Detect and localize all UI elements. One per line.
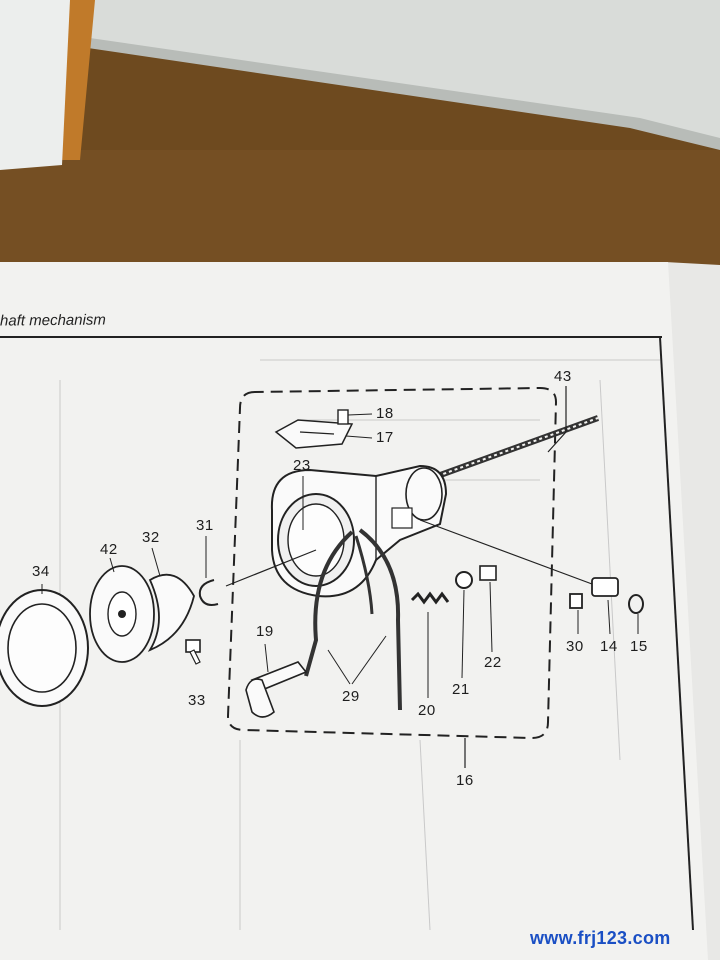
axis-line-left [225,549,317,587]
part-label-23: 23 [293,457,311,474]
leader-43-b [547,431,567,453]
part-18-screw [337,409,349,425]
part-label-19: 19 [256,623,274,640]
part-label-43: 43 [554,368,572,385]
part-label-20: 20 [418,702,436,719]
watermark: www.frj123.com [530,928,671,948]
part-label-29: 29 [342,688,360,705]
axis-line-right [419,519,593,585]
part-label-16: 16 [456,772,474,789]
desk-shade [0,150,720,270]
part-43-rod [430,415,600,481]
leader-42 [109,557,115,573]
part-19-lever [245,661,308,718]
part-29-wick-a [304,530,354,677]
part-15-ring [628,594,644,614]
part-34-hook-ring [0,589,89,707]
leader-18 [347,413,373,416]
part-33-screw [185,639,201,665]
part-label-18: 18 [376,405,394,422]
part-label-32: 32 [142,529,160,546]
part-21-washer [455,571,473,589]
part-42-bobbin-case [89,565,155,663]
part-17-plate [274,419,354,449]
part-label-31: 31 [196,517,214,534]
leader-22 [489,581,493,653]
leader-19 [264,643,269,673]
part-label-17: 17 [376,429,394,446]
part-14-fitting [591,577,619,597]
leader-17 [345,435,373,439]
part-17-slot [299,431,335,435]
paper-stack [70,0,720,140]
leader-32 [151,547,161,577]
paper-stack-edge [88,38,720,150]
part-20-spring [410,591,450,605]
part-label-33: 33 [188,692,206,709]
part-label-15: 15 [630,638,648,655]
shaft-housing [270,464,448,598]
next-page-edge [665,262,720,960]
part-label-22: 22 [484,654,502,671]
leader-29-b [351,635,387,685]
section-title: haft mechanism [0,311,106,330]
part-label-34: 34 [32,563,50,580]
part-31-ering [198,579,219,606]
leader-29-a [327,649,351,685]
part-22-screw [479,565,497,581]
part-label-42: 42 [100,541,118,558]
part-label-30: 30 [566,638,584,655]
frame-right-edge [659,336,694,931]
white-sheet [0,0,70,170]
part-29-wick-c [354,535,374,615]
leader-14 [607,599,611,635]
manual-page [0,262,708,960]
leader-21 [461,589,465,679]
part-29-wick-b [358,528,402,711]
assembly-dashed-box [226,386,558,740]
part-label-21: 21 [452,681,470,698]
part-label-14: 14 [600,638,618,655]
part-32-hook [147,573,195,652]
part-30-setscrew [569,593,583,609]
